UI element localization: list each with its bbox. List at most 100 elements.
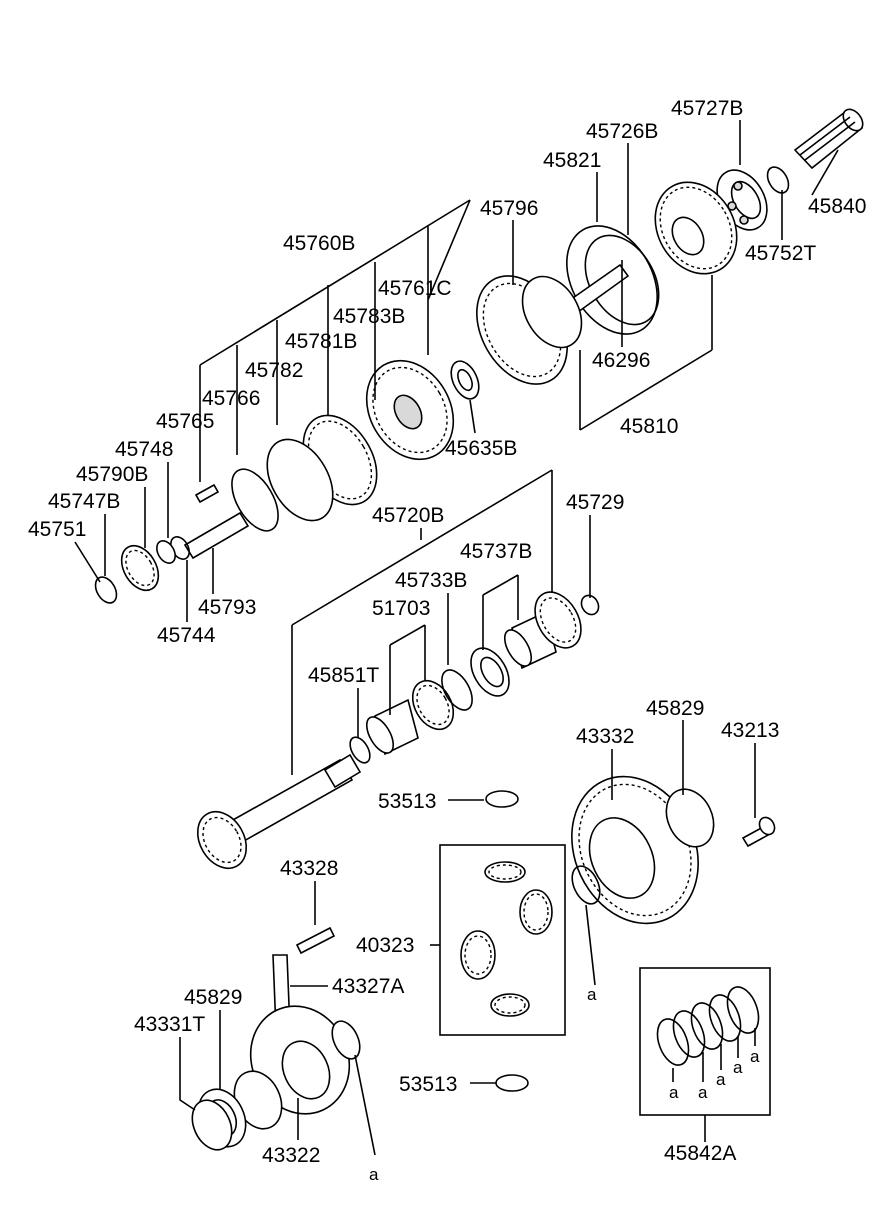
- svg-text:45635B: 45635B: [445, 437, 517, 460]
- callout-45766[interactable]: 45766: [202, 387, 260, 410]
- hub-shaft-drawing: [568, 263, 630, 314]
- callout-45840[interactable]: 45840: [808, 149, 866, 218]
- callout-45783B[interactable]: 45783B: [333, 305, 405, 328]
- roller-bearing-drawing: [470, 647, 510, 697]
- svg-text:45751: 45751: [28, 518, 86, 541]
- callout-45782[interactable]: 45782: [245, 359, 303, 382]
- shims-drawing: [656, 986, 760, 1066]
- svg-text:40323: 40323: [356, 934, 414, 957]
- callout-43322[interactable]: 43322: [262, 1098, 320, 1167]
- svg-text:45781B: 45781B: [285, 330, 357, 353]
- callout-45821[interactable]: 45821: [543, 149, 601, 222]
- callout-45747B[interactable]: 45747B: [48, 490, 120, 576]
- svg-text:45748: 45748: [115, 438, 173, 461]
- svg-text:45851T: 45851T: [308, 664, 379, 687]
- svg-text:51703: 51703: [372, 597, 430, 620]
- svg-text:45752T: 45752T: [745, 242, 816, 265]
- callout-45729[interactable]: 45729: [566, 491, 624, 598]
- transfer-gear-drawing: [534, 591, 600, 649]
- callout-45765[interactable]: 45765: [156, 410, 214, 433]
- end-snap-ring-drawing: [94, 576, 118, 604]
- svg-text:45810: 45810: [620, 415, 678, 438]
- callout-45761C[interactable]: 45761C: [378, 277, 452, 300]
- taper-bearing-race-drawing: [365, 698, 419, 756]
- callout-45793[interactable]: 45793: [198, 548, 256, 619]
- svg-text:45783B: 45783B: [333, 305, 405, 328]
- callout-45810[interactable]: 45810: [620, 415, 678, 438]
- pinion-gears-drawing: [460, 861, 553, 1017]
- group-bracket-51703: [389, 624, 426, 715]
- callout-45760B[interactable]: 45760B: [283, 232, 355, 255]
- svg-text:45729: 45729: [566, 491, 624, 514]
- ref-a-shim-4: a: [733, 1058, 743, 1077]
- ref-a-side-washer: a: [587, 985, 597, 1004]
- ref-a-case: a: [369, 1165, 379, 1184]
- group-bracket-45737B: [482, 574, 519, 650]
- callout-45744[interactable]: 45744: [157, 560, 216, 647]
- svg-text:45790B: 45790B: [76, 463, 148, 486]
- svg-text:45796: 45796: [480, 197, 538, 220]
- callout-51703[interactable]: 51703: [372, 597, 430, 620]
- svg-text:43328: 43328: [280, 857, 338, 880]
- svg-text:45744: 45744: [157, 624, 216, 647]
- callout-45727B[interactable]: 45727B: [671, 97, 743, 165]
- ring-gear-drawing: [266, 414, 378, 522]
- washer-drawing-lower: [495, 1074, 529, 1092]
- planet-carrier-drawing: [365, 359, 455, 461]
- callout-46296[interactable]: 46296: [592, 260, 650, 372]
- callout-45635B[interactable]: 45635B: [445, 399, 517, 460]
- svg-text:45766: 45766: [202, 387, 260, 410]
- svg-text:53513: 53513: [378, 790, 436, 813]
- callout-45781B[interactable]: 45781B: [285, 330, 357, 353]
- svg-text:45720B: 45720B: [372, 504, 444, 527]
- callout-43332[interactable]: 43332: [576, 725, 634, 800]
- callout-45752T[interactable]: 45752T: [745, 190, 816, 265]
- case-bearing-drawing: [191, 1088, 247, 1151]
- callout-45829-upper[interactable]: 45829: [646, 697, 704, 795]
- group-bracket-45760B: [199, 199, 471, 482]
- callout-43331T[interactable]: 43331T: [134, 1013, 205, 1111]
- svg-text:45782: 45782: [245, 359, 303, 382]
- case-washer-drawing: [331, 1020, 361, 1060]
- ref-a-shim-5: a: [750, 1047, 760, 1066]
- washer-drawing-upper: [485, 790, 519, 808]
- svg-text:45840: 45840: [808, 195, 866, 218]
- callout-43327A[interactable]: 43327A: [290, 975, 404, 998]
- callout-53513-upper[interactable]: 53513: [378, 790, 484, 813]
- svg-text:45737B: 45737B: [460, 540, 532, 563]
- callout-45751[interactable]: 45751: [28, 518, 101, 583]
- svg-text:45733B: 45733B: [395, 569, 467, 592]
- callout-45851T[interactable]: 45851T: [308, 664, 379, 738]
- callout-45733B[interactable]: 45733B: [395, 569, 467, 665]
- group-bracket-45720B: [291, 469, 553, 775]
- callout-43213[interactable]: 43213: [721, 719, 779, 818]
- callout-45829-lower[interactable]: 45829: [184, 986, 242, 1090]
- svg-text:45760B: 45760B: [283, 232, 355, 255]
- callout-40323[interactable]: 40323: [356, 934, 440, 957]
- ref-a-shim-1: a: [669, 1083, 679, 1102]
- thrust-ring-drawing: [441, 669, 473, 711]
- svg-text:45842A: 45842A: [664, 1142, 736, 1165]
- ref-a-shim-2: a: [698, 1083, 708, 1102]
- callout-43328[interactable]: 43328: [280, 857, 338, 925]
- callout-45796[interactable]: 45796: [480, 197, 538, 285]
- callout-45720B[interactable]: 45720B: [372, 504, 444, 540]
- callout-45790B[interactable]: 45790B: [76, 463, 148, 548]
- svg-text:45727B: 45727B: [671, 97, 743, 120]
- callout-45726B[interactable]: 45726B: [586, 120, 658, 235]
- output-shaft-drawing: [793, 108, 864, 170]
- svg-text:45747B: 45747B: [48, 490, 120, 513]
- thrust-washer-drawing: [450, 360, 480, 400]
- callout-45842A[interactable]: 45842A: [664, 1142, 736, 1165]
- callout-45737B[interactable]: 45737B: [460, 540, 532, 563]
- final-drive-gear-drawing: [571, 775, 715, 925]
- callout-45748[interactable]: 45748: [115, 438, 173, 538]
- svg-text:45793: 45793: [198, 596, 256, 619]
- shim-ring-drawing: [349, 736, 371, 764]
- callout-53513-lower[interactable]: 53513: [399, 1073, 496, 1096]
- svg-text:45829: 45829: [646, 697, 704, 720]
- idler-gear-drawing: [411, 679, 455, 731]
- svg-text:43327A: 43327A: [332, 975, 404, 998]
- svg-text:45761C: 45761C: [378, 277, 452, 300]
- svg-text:43213: 43213: [721, 719, 779, 742]
